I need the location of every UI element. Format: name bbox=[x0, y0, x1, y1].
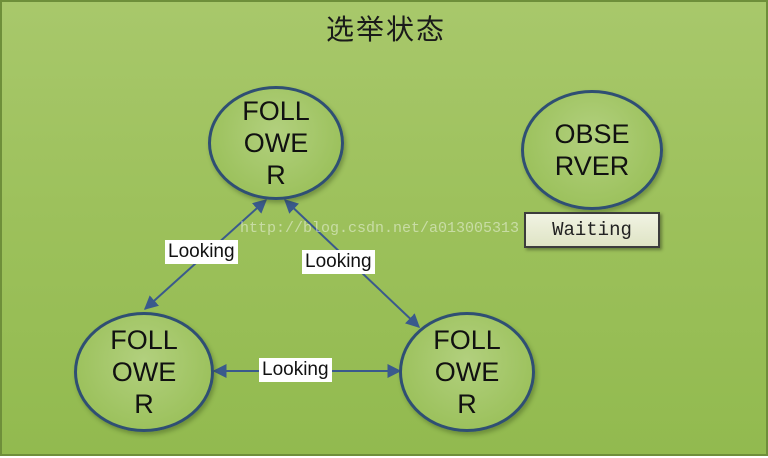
edge-label-top-left: Looking bbox=[165, 240, 238, 264]
observer-status-box: Waiting bbox=[524, 212, 660, 248]
follower-left-label: FOLL OWER bbox=[110, 325, 178, 419]
observer-label: OBSE RVER bbox=[554, 119, 630, 181]
follower-right-label: FOLL OWER bbox=[433, 325, 501, 419]
diagram-title: 选举状态 bbox=[325, 13, 446, 46]
follower-top-label: FOLL OWER bbox=[242, 96, 310, 190]
edge-label-left-right: Looking bbox=[259, 358, 332, 382]
watermark: http://blog.csdn.net/a013005313 bbox=[240, 220, 520, 237]
follower-node-right: FOLL OWER bbox=[399, 312, 535, 432]
follower-node-top: FOLL OWER bbox=[208, 86, 344, 200]
follower-node-left: FOLL OWER bbox=[74, 312, 214, 432]
edge-label-top-right: Looking bbox=[302, 250, 375, 274]
observer-node: OBSE RVER bbox=[521, 90, 663, 210]
